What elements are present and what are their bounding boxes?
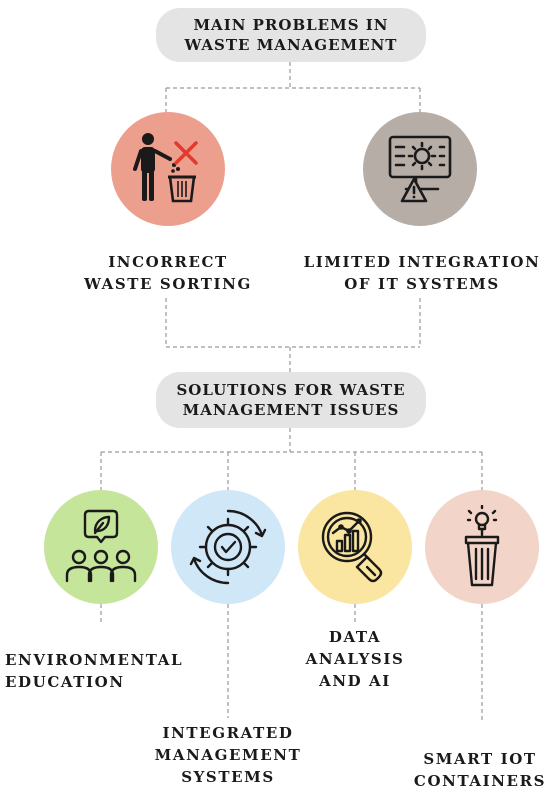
solutions-title: SOLUTIONS FOR WASTE MANAGEMENT ISSUES — [156, 372, 426, 428]
problem-label-it-systems: LIMITED INTEGRATION OF IT SYSTEMS — [303, 253, 541, 293]
computer-warning-icon — [388, 135, 452, 203]
magnifier-chart-icon — [321, 511, 383, 583]
solution-label-smart-iot: SMART IOT CONTAINERS — [413, 750, 547, 790]
solution-label-integrated-management: INTEGRATED MANAGEMENT SYSTEMS — [154, 724, 302, 786]
connector-top-to-problems — [165, 62, 421, 112]
problem-circle-waste-sorting — [111, 112, 225, 226]
person-littering-icon — [133, 133, 198, 203]
connector-problems-to-solutions — [165, 298, 421, 372]
people-leaf-icon — [65, 509, 137, 583]
solution-circle-environmental-education — [44, 490, 158, 604]
problem-circle-it-systems — [363, 112, 477, 226]
solution-circle-data-analysis — [298, 490, 412, 604]
main-problems-title: MAIN PROBLEMS IN WASTE MANAGEMENT — [156, 8, 426, 62]
solution-circle-integrated-management — [171, 490, 285, 604]
solution-label-environmental-education: ENVIRONMENTAL EDUCATION — [5, 651, 184, 691]
smart-bin-icon — [464, 505, 500, 587]
solution-circle-smart-iot — [425, 490, 539, 604]
connector-solutions-branch — [100, 428, 483, 490]
problem-label-waste-sorting: INCORRECT WASTE SORTING — [84, 253, 252, 293]
gear-check-icon — [189, 509, 267, 585]
solution-label-data-analysis: DATA ANALYSIS AND AI — [305, 628, 405, 690]
